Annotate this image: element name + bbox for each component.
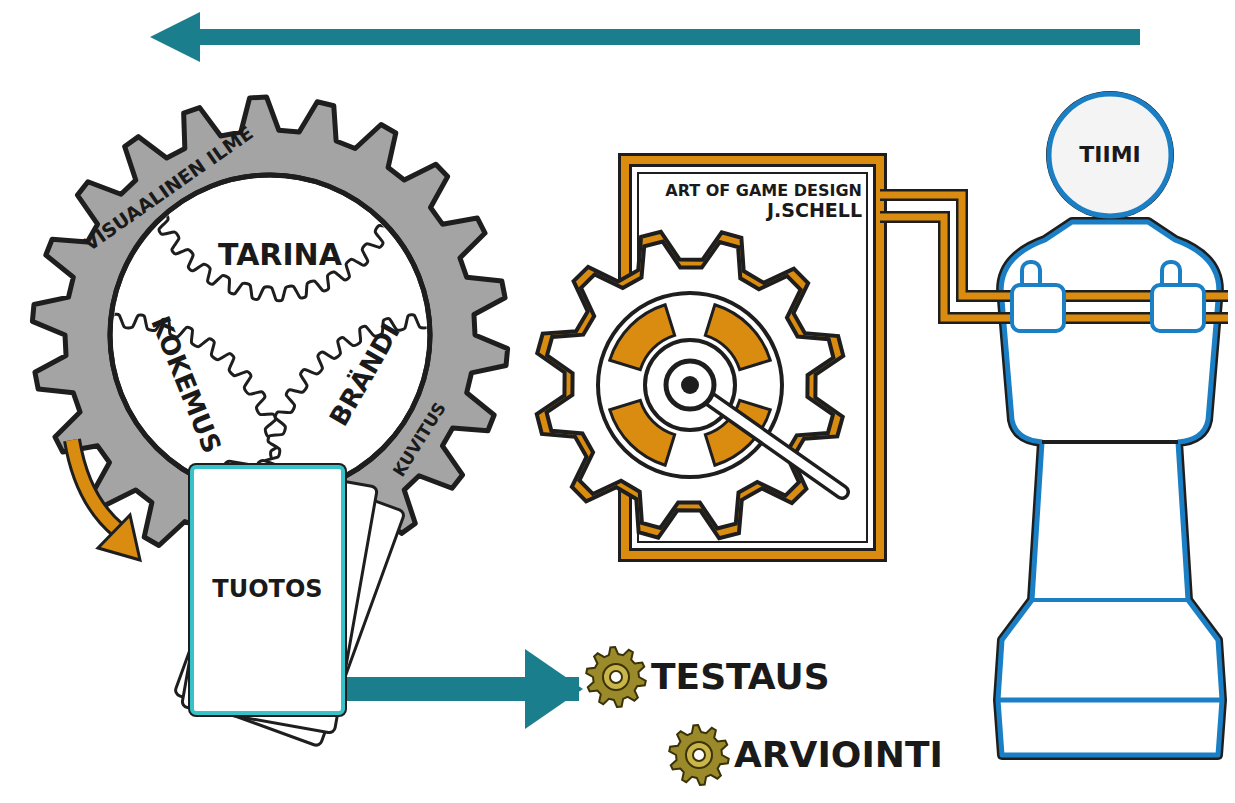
- crank-hub: [666, 361, 714, 409]
- small-gear-ring: [603, 664, 629, 690]
- small-gear-hole: [693, 749, 705, 761]
- book-gear: [547, 242, 834, 529]
- node-text: KUVITUS: [388, 397, 453, 483]
- rotation-arrow-outline: [72, 440, 118, 530]
- gear-icon-label: TESTAUS: [585, 646, 830, 708]
- output-card: TUOTOS: [190, 465, 345, 715]
- node-text: KOKEMUS: [144, 312, 226, 457]
- node-text: J.SCHELL: [643, 200, 862, 222]
- small-gear-hole: [610, 671, 622, 683]
- team-waist: [1042, 440, 1178, 444]
- node-text: ART OF GAME DESIGN: [643, 182, 862, 200]
- book-gear-ring: [598, 293, 782, 477]
- team-base-line: [1000, 698, 1220, 703]
- node-text: TUOTOS: [212, 576, 322, 604]
- head-outline: [1046, 91, 1174, 219]
- crank-outline: [690, 385, 842, 492]
- rotation-arrow-head: [98, 515, 140, 560]
- book-box: ART OF GAME DESIGNJ.SCHELL: [625, 160, 880, 555]
- team-head: TIIMI: [1040, 85, 1180, 225]
- node-text: TARINA: [218, 238, 342, 273]
- flow-arrow: [345, 677, 579, 701]
- return-arrow-head: [150, 12, 200, 62]
- fist: [1152, 285, 1204, 331]
- small-gear-ring: [686, 742, 712, 768]
- gear-label-box: KOKEMUS: [141, 308, 230, 462]
- fist: [1012, 285, 1064, 331]
- team-base-line: [1032, 598, 1188, 602]
- head-circle: [1049, 94, 1171, 216]
- gear-inner-rim: [110, 175, 430, 495]
- book-gear-outline: [537, 232, 844, 539]
- node-text: ARVIOINTI: [734, 734, 943, 775]
- small-gear-icon: [585, 646, 647, 708]
- card-back: [181, 460, 377, 733]
- gear-label-box: TARINA: [214, 236, 346, 275]
- return-arrow-shaft: [190, 29, 1140, 45]
- node-text: TESTAUS: [651, 656, 830, 697]
- small-gear-icon: [668, 724, 730, 786]
- node-text: BRÄNDI: [324, 319, 406, 432]
- crank: [690, 385, 842, 492]
- small-gear: [586, 647, 646, 707]
- gear-label-box: BRÄNDI: [320, 314, 410, 436]
- crank-pin: [681, 376, 699, 394]
- node-text: TIIMI: [1079, 142, 1140, 167]
- small-gear: [669, 725, 729, 785]
- rotation-arrow: [72, 440, 118, 530]
- gear-icon-label: ARVIOINTI: [668, 724, 943, 786]
- card-back: [174, 459, 405, 747]
